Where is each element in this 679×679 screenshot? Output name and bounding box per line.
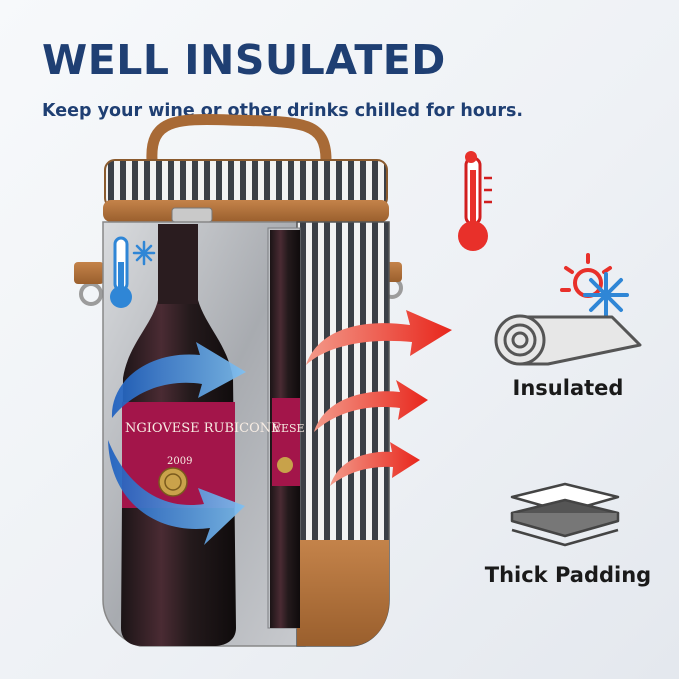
hot-thermometer-icon [458,151,492,251]
page-subtitle: Keep your wine or other drinks chilled f… [42,101,524,121]
wine-seal-inner [164,473,182,491]
thick-padding-icon [510,482,620,547]
cold-thermometer-icon [110,236,156,308]
insulated-roll-icon [494,314,642,366]
strap-tab-left [74,262,104,284]
bag-handle [146,114,332,166]
heat-arrow-3 [330,442,420,486]
wine-seal-front [158,467,188,497]
page-title: WELL INSULATED [42,36,446,84]
wine-seal-back [277,457,293,473]
strap-ring-left [79,282,103,306]
heat-arrow-1 [306,310,452,365]
wine-bottle-capsule [158,224,198,304]
wine-label-back-name: VESE [272,422,305,435]
heat-arrow-2 [314,380,428,432]
zipper-pull [171,207,213,223]
cold-arrow-top [111,342,246,418]
cold-arrow-bottom [108,440,245,545]
feature-label-insulated: Insulated [512,376,624,400]
hot-cold-icon [560,253,629,318]
bag-base-leather [297,540,389,646]
wine-label-front-name: NGIOVESE RUBICONE [125,421,281,436]
feature-label-thick-padding: Thick Padding [484,563,652,587]
wine-label-vintage: 2009 [167,456,192,467]
lid-leather-trim [103,200,389,222]
